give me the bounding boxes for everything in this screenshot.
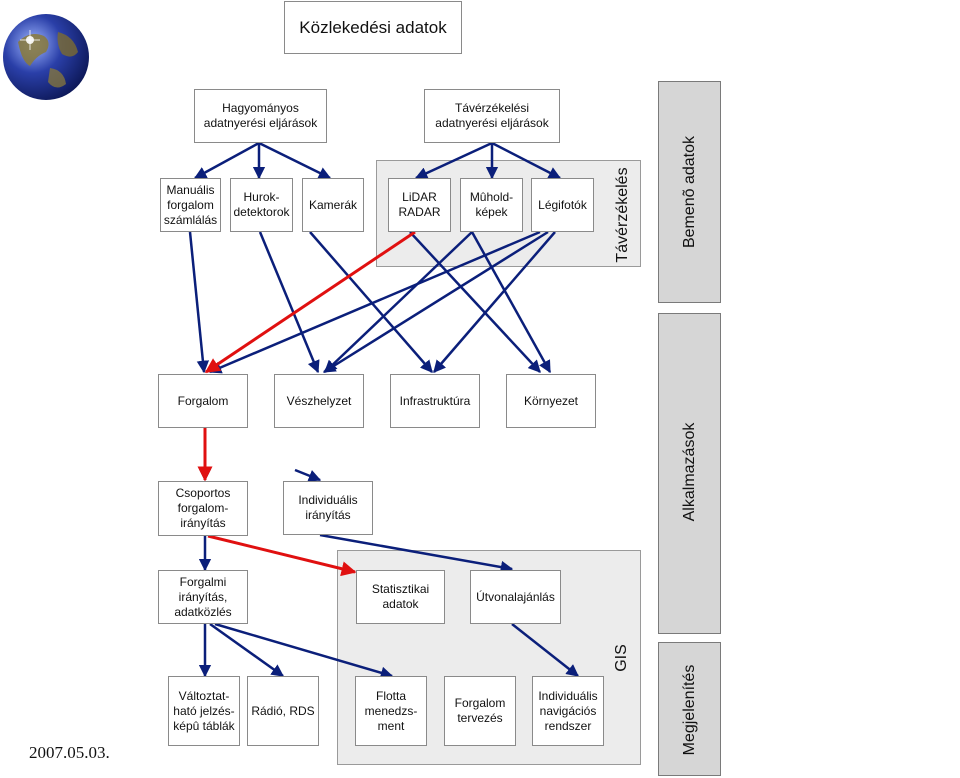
- input-data-panel: [658, 81, 721, 303]
- globe-icon: [3, 14, 89, 100]
- statistics-box: Statisztikai adatok: [356, 570, 445, 624]
- variable-signs-box: Változtat- ható jelzés- képû táblák: [168, 676, 240, 746]
- traffic-control-communication-box: Forgalmi irányítás, adatközlés: [158, 570, 248, 624]
- satellite-images-box: Mûhold- képek: [460, 178, 523, 232]
- traffic-planning-box: Forgalom tervezés: [444, 676, 516, 746]
- fleet-management-box: Flotta menedzs- ment: [355, 676, 427, 746]
- date-label: 2007.05.03.: [29, 743, 110, 762]
- traditional-acquisition-box: Hagyományos adatnyerési eljárások: [194, 89, 327, 143]
- page-title: Közlekedési adatok: [284, 1, 462, 54]
- applications-label: Alkalmazások: [681, 422, 698, 522]
- route-suggestion-box: Útvonalajánlás: [470, 570, 561, 624]
- loop-detectors-box: Hurok- detektorok: [230, 178, 293, 232]
- remote-sensing-acquisition-box: Távérzékelési adatnyerési eljárások: [424, 89, 560, 143]
- input-data-label: Bemenõ adatok: [681, 135, 698, 249]
- infrastructure-box: Infrastruktúra: [390, 374, 480, 428]
- radio-rds-box: Rádió, RDS: [247, 676, 319, 746]
- group-traffic-control-box: Csoportos forgalom- irányítás: [158, 481, 248, 536]
- display-panel: [658, 642, 721, 776]
- individual-navigation-box: Individuális navigációs rendszer: [532, 676, 604, 746]
- aerial-photos-box: Légifotók: [531, 178, 594, 232]
- individual-control-box: Individuális irányítás: [283, 481, 373, 535]
- lidar-radar-box: LiDAR RADAR: [388, 178, 451, 232]
- display-label: Megjelenítés: [681, 664, 698, 756]
- cameras-box: Kamerák: [302, 178, 364, 232]
- gis-label: GIS: [613, 644, 630, 672]
- manual-count-box: Manuális forgalom számlálás: [160, 178, 221, 232]
- environment-box: Környezet: [506, 374, 596, 428]
- emergency-box: Vészhelyzet: [274, 374, 364, 428]
- remote-sensing-label: Távérzékelés: [614, 167, 631, 263]
- traffic-box: Forgalom: [158, 374, 248, 428]
- applications-panel: [658, 313, 721, 634]
